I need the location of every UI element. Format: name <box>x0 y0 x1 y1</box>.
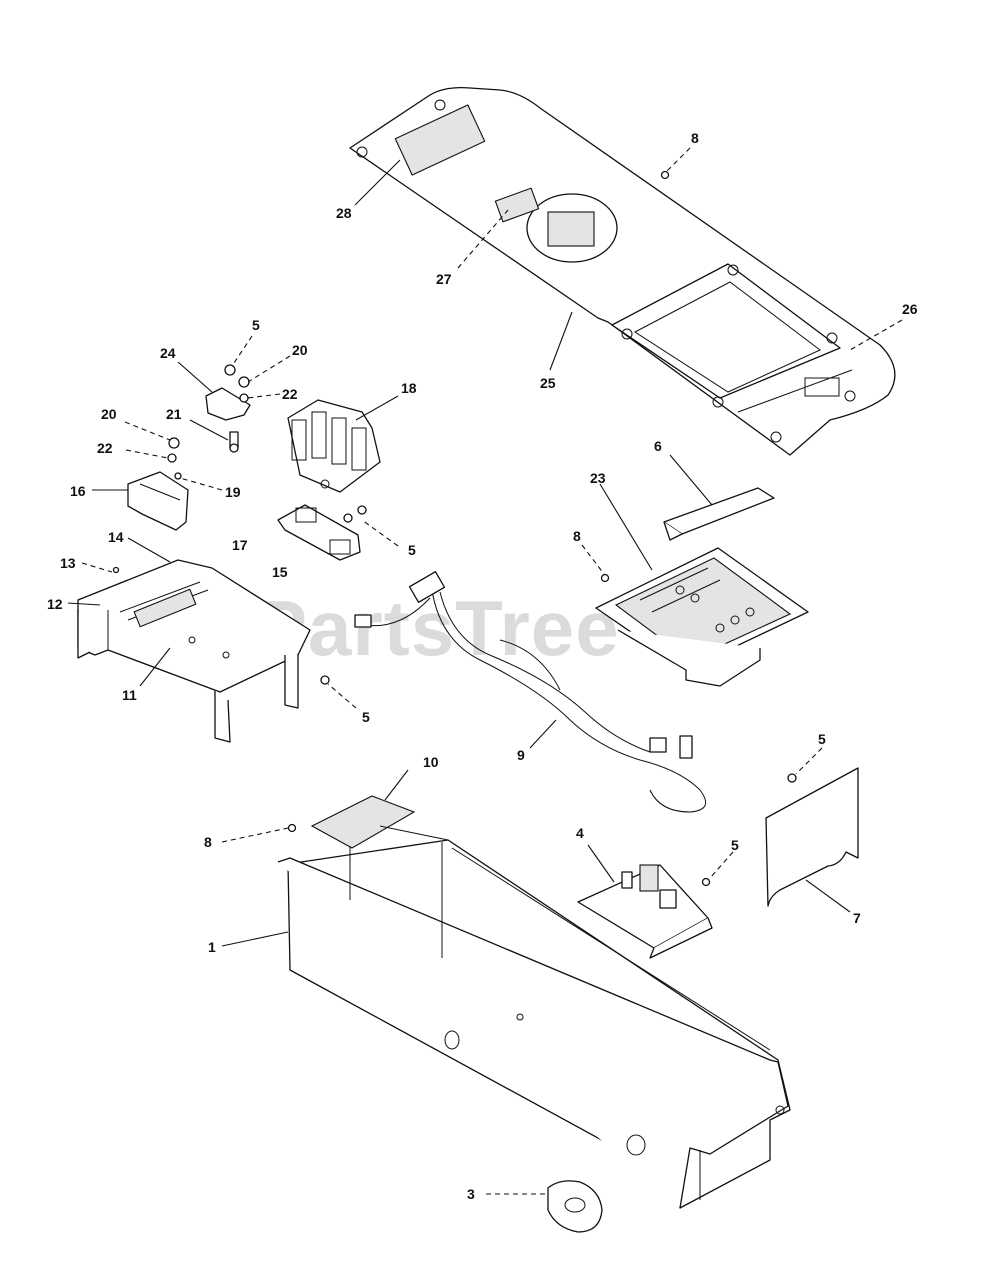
callout-19: 19 <box>225 484 241 500</box>
callout-1: 1 <box>208 939 216 955</box>
part-23-control-panel <box>595 547 809 687</box>
callout-26: 26 <box>902 301 918 317</box>
callout-22: 22 <box>282 386 298 402</box>
callout-7: 7 <box>853 910 861 926</box>
callout-25: 25 <box>540 375 556 391</box>
part-8-screw-middle <box>600 573 610 583</box>
callout-22: 22 <box>97 440 113 456</box>
part-3-grommet <box>547 1180 603 1233</box>
callout-13: 13 <box>60 555 76 571</box>
callout-20: 20 <box>101 406 117 422</box>
callout-23: 23 <box>590 470 606 486</box>
callout-20: 20 <box>292 342 308 358</box>
callout-21: 21 <box>166 406 182 422</box>
callout-8: 8 <box>573 528 581 544</box>
part-5-screw-panel <box>320 675 330 685</box>
callout-labels: 8 28 27 26 25 5 20 24 22 18 20 21 22 16 … <box>47 130 918 1202</box>
callout-4: 4 <box>576 825 584 841</box>
callout-5: 5 <box>408 542 416 558</box>
callout-14: 14 <box>108 529 124 545</box>
part-24-bracket <box>205 387 251 421</box>
part-10-label <box>310 795 416 849</box>
callout-8: 8 <box>691 130 699 146</box>
part-21-stud <box>229 431 239 453</box>
watermark-text: PartsTree <box>255 584 620 672</box>
callout-17: 17 <box>232 537 248 553</box>
part-1-main-enclosure <box>277 825 791 1209</box>
part-15-bracket <box>277 504 367 561</box>
part-7-side-cover <box>765 767 859 907</box>
callout-9: 9 <box>517 747 525 763</box>
callout-10: 10 <box>423 754 439 770</box>
callout-3: 3 <box>467 1186 475 1202</box>
part-4-circuit-board <box>577 864 713 959</box>
part-5-nut-top <box>224 364 250 403</box>
part-18-contactor <box>287 399 381 493</box>
callout-12: 12 <box>47 596 63 612</box>
callout-6: 6 <box>654 438 662 454</box>
callout-5: 5 <box>362 709 370 725</box>
leader-lines <box>67 147 903 1195</box>
callout-15: 15 <box>272 564 288 580</box>
part-5-screw-board <box>701 877 711 887</box>
callout-16: 16 <box>70 483 86 499</box>
part-20-22-washers <box>167 437 180 463</box>
callout-5: 5 <box>731 837 739 853</box>
part-5-screw-cover <box>787 773 797 783</box>
callout-18: 18 <box>401 380 417 396</box>
callout-11: 11 <box>122 687 137 703</box>
part-9-wiring-harness <box>354 571 707 813</box>
callout-5: 5 <box>252 317 260 333</box>
part-6-cover-strip <box>663 487 775 541</box>
part-8-screw-lower <box>287 823 297 833</box>
callout-27: 27 <box>436 271 452 287</box>
callout-5: 5 <box>818 731 826 747</box>
callout-8: 8 <box>204 834 212 850</box>
part-11-mounting-panel <box>77 559 311 743</box>
callout-28: 28 <box>336 205 352 221</box>
callout-24: 24 <box>160 345 176 361</box>
part-8-screw-top <box>660 170 670 180</box>
part-16-terminal-block <box>127 471 189 531</box>
part-25-top-cover <box>349 87 896 456</box>
